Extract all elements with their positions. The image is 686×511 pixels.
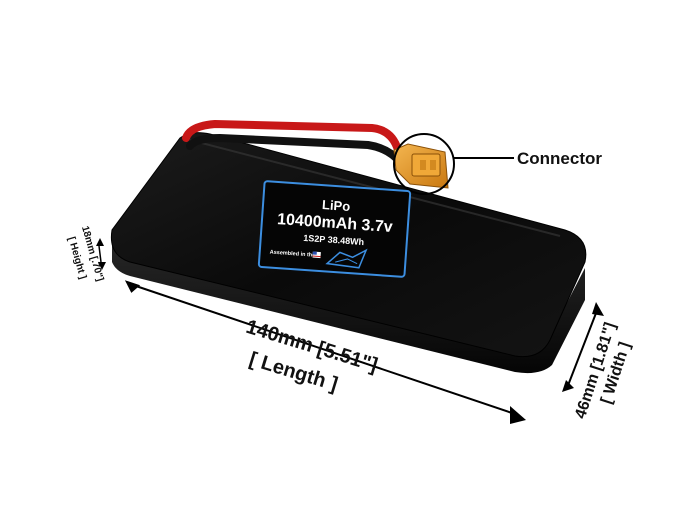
label-config: 1S2P 38.48Wh [303, 233, 364, 247]
xt-connector [393, 143, 449, 189]
lead-wires [182, 119, 404, 166]
height-dimension: 18mm [.70"] [ Height ] [66, 225, 106, 283]
flag-icon [312, 251, 321, 259]
battery-side [112, 230, 585, 374]
black-wire [186, 133, 404, 166]
connector-label: Connector [517, 149, 602, 168]
label-assembled: Assembled in the [270, 250, 316, 259]
brand-logo-icon [325, 248, 368, 269]
red-wire [182, 119, 402, 154]
label-chemistry: LiPo [322, 197, 351, 214]
callout-circle [393, 133, 455, 195]
connector-callout: Connector [393, 133, 602, 195]
product-label: LiPo 10400mAh 3.7v 1S2P 38.48Wh Assemble… [257, 180, 412, 278]
